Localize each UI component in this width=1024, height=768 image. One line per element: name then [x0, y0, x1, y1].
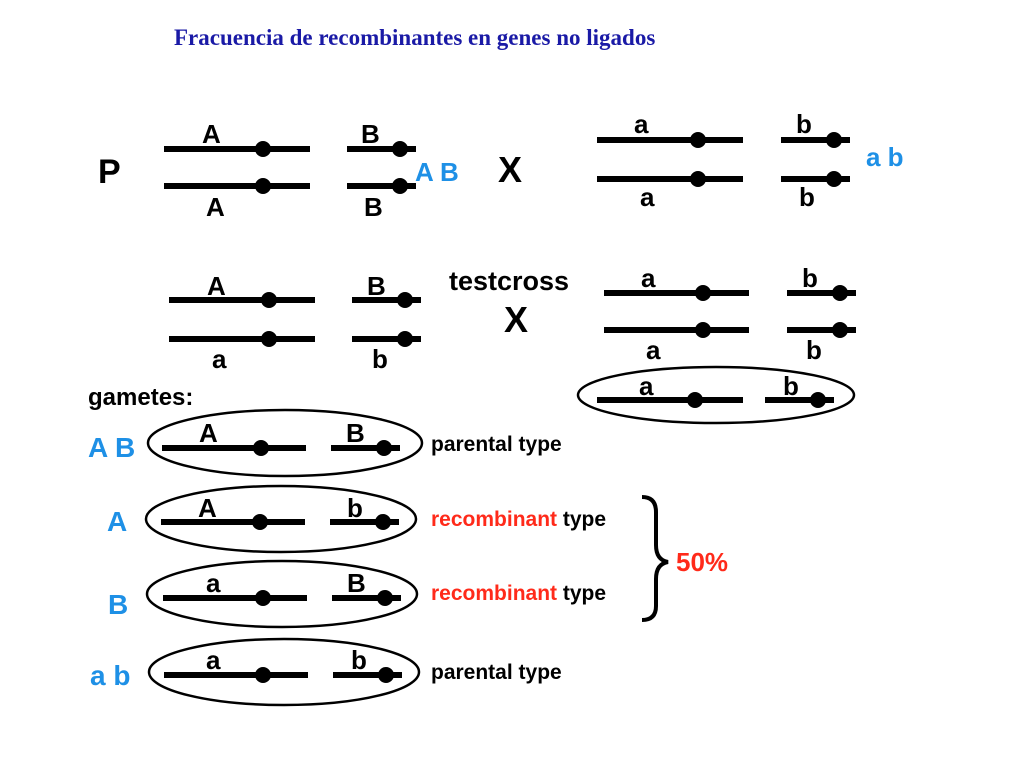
- centromere: [690, 132, 706, 148]
- type-word: recombinant: [431, 508, 557, 531]
- centromere: [397, 331, 413, 347]
- testcross-left-chromosomes: A a B b: [169, 271, 421, 374]
- centromere: [252, 514, 268, 530]
- allele-label: a: [641, 263, 656, 293]
- centromere: [810, 392, 826, 408]
- allele-label: b: [783, 371, 799, 401]
- centromere: [392, 178, 408, 194]
- testcross-right-chromosomes: a a b b: [604, 263, 856, 365]
- centromere: [253, 440, 269, 456]
- centromere: [832, 322, 848, 338]
- allele-label: b: [802, 263, 818, 293]
- allele-label: a: [634, 109, 649, 139]
- gamete-ellipse: [147, 637, 421, 707]
- centromere: [261, 331, 277, 347]
- allele-label: a: [206, 645, 221, 675]
- allele-label: A: [202, 119, 221, 149]
- gamete-side-label: a b: [90, 660, 130, 691]
- centromere: [826, 132, 842, 148]
- gamete-type-label: recombinant type: [431, 508, 606, 531]
- type-word: recombinant: [431, 582, 557, 605]
- gamete-type-label: recombinant type: [431, 582, 606, 605]
- centromere: [255, 178, 271, 194]
- slide-title: Fracuencia de recombinantes en genes no …: [174, 25, 655, 50]
- recombinant-brace: [641, 495, 669, 622]
- allele-label: A: [206, 192, 225, 222]
- gamete-ellipse: [146, 408, 424, 478]
- centromere: [377, 590, 393, 606]
- cross-symbol: X: [504, 299, 528, 340]
- parent-right-gamete-label: a b: [866, 142, 904, 172]
- allele-label: B: [367, 271, 386, 301]
- allele-label: a: [206, 568, 221, 598]
- centromere: [397, 292, 413, 308]
- allele-label: a: [646, 335, 661, 365]
- parent-right-chromosomes: a a b b: [597, 109, 850, 212]
- tester-gamete: a b: [576, 365, 856, 425]
- gamete-ellipse: [144, 484, 418, 554]
- gametes-heading: gametes:: [88, 384, 193, 411]
- allele-label: a: [639, 371, 654, 401]
- allele-label: A: [198, 493, 217, 523]
- recombinant-percentage: 50%: [676, 547, 728, 577]
- allele-label: B: [347, 568, 366, 598]
- centromere: [255, 590, 271, 606]
- centromere: [687, 392, 703, 408]
- centromere: [255, 141, 271, 157]
- allele-label: B: [364, 192, 383, 222]
- centromere: [375, 514, 391, 530]
- parent-left-chromosomes: A A B B: [164, 119, 416, 222]
- parental-generation-label: P: [98, 153, 121, 191]
- type-suffix: type: [557, 582, 606, 605]
- parent-left-gamete-label: A B: [415, 157, 459, 187]
- gamete-side-label: A B: [88, 432, 135, 463]
- gamete-row-2: A A b recombinant type: [107, 484, 606, 554]
- type-suffix: type: [557, 508, 606, 531]
- allele-label: b: [347, 493, 363, 523]
- gamete-side-label: A: [107, 506, 127, 537]
- type-suffix: parental type: [431, 661, 562, 684]
- gamete-type-label: parental type: [431, 433, 562, 456]
- allele-label: B: [346, 418, 365, 448]
- type-suffix: parental type: [431, 433, 562, 456]
- allele-label: b: [372, 344, 388, 374]
- centromere: [255, 667, 271, 683]
- centromere: [392, 141, 408, 157]
- centromere: [261, 292, 277, 308]
- allele-label: A: [199, 418, 218, 448]
- gamete-row-4: a b a b parental type: [90, 637, 562, 707]
- centromere: [832, 285, 848, 301]
- centromere: [826, 171, 842, 187]
- gamete-row-3: B a B recombinant type: [108, 559, 606, 629]
- gamete-ellipse: [576, 365, 856, 425]
- allele-label: A: [207, 271, 226, 301]
- centromere: [695, 285, 711, 301]
- testcross-label: testcross: [449, 266, 569, 296]
- centromere: [378, 667, 394, 683]
- centromere: [376, 440, 392, 456]
- cross-symbol: X: [498, 149, 522, 190]
- gamete-side-label: B: [108, 589, 128, 620]
- allele-label: b: [796, 109, 812, 139]
- gamete-ellipse: [145, 559, 419, 629]
- centromere: [695, 322, 711, 338]
- allele-label: a: [640, 182, 655, 212]
- gamete-row-1: A B A B parental type: [88, 408, 562, 478]
- allele-label: b: [799, 182, 815, 212]
- gamete-type-label: parental type: [431, 661, 562, 684]
- allele-label: b: [806, 335, 822, 365]
- allele-label: b: [351, 645, 367, 675]
- allele-label: a: [212, 344, 227, 374]
- centromere: [690, 171, 706, 187]
- allele-label: B: [361, 119, 380, 149]
